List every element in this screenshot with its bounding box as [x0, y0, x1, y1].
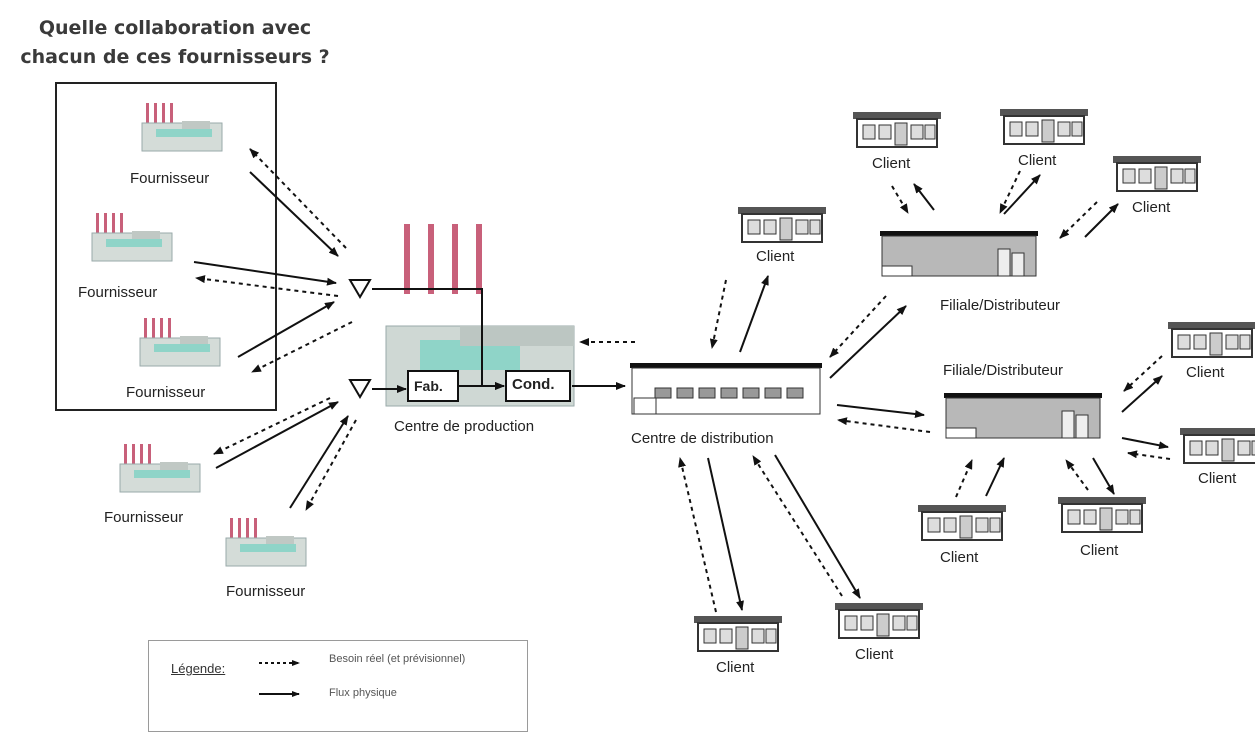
- client-shop-icon: [999, 108, 1089, 145]
- stock-triangle-icon: [348, 279, 372, 299]
- filiale-warehouse-icon: [879, 230, 1039, 277]
- supplier-factory-icon: [119, 443, 201, 493]
- client-shop-icon: [693, 615, 783, 652]
- supplier-factory-icon: [225, 517, 307, 567]
- client-shop-icon: [1179, 427, 1255, 464]
- legend-besoin-label: Besoin réel (et prévisionnel): [329, 653, 466, 665]
- client-shop-icon: [1112, 155, 1202, 192]
- fab-label: Fab.: [414, 378, 443, 394]
- cond-label: Cond.: [512, 376, 555, 393]
- stock-triangle-icon: [348, 379, 372, 399]
- client-label: Client: [1186, 364, 1225, 381]
- fournisseur-label: Fournisseur: [226, 583, 306, 600]
- legend: Légende: Besoin réel (et prévisionnel) F…: [148, 640, 528, 732]
- client-label: Client: [855, 646, 894, 663]
- client-shop-icon: [834, 602, 924, 639]
- legend-flux-label: Flux physique: [329, 687, 397, 699]
- production-centre-label: Centre de production: [394, 418, 535, 435]
- diagram-title: Quelle collaboration avec chacun de ces …: [20, 17, 330, 68]
- fournisseur-label: Fournisseur: [78, 284, 158, 301]
- supplier-factory-icon: [139, 317, 221, 367]
- client-shop-icon: [917, 504, 1007, 541]
- client-shop-icon: [1167, 321, 1255, 358]
- client-shop-icon: [1057, 496, 1147, 533]
- supplier-factory-icon: [141, 102, 223, 152]
- supplier-frame: [55, 82, 277, 411]
- distribution-centre-label: Centre de distribution: [631, 430, 774, 447]
- client-label: Client: [756, 248, 795, 265]
- filiale-label: Filiale/Distributeur: [943, 362, 1064, 379]
- client-shop-icon: [852, 111, 942, 148]
- client-label: Client: [1132, 199, 1171, 216]
- legend-title: Légende:: [171, 661, 226, 676]
- client-label: Client: [940, 549, 979, 566]
- filiale-warehouse-icon: [943, 392, 1103, 439]
- filiale-label: Filiale/Distributeur: [940, 297, 1061, 314]
- client-label: Client: [1018, 152, 1057, 169]
- supplier-factory-icon: [91, 212, 173, 262]
- fournisseur-label: Fournisseur: [130, 170, 210, 187]
- client-label: Client: [716, 659, 755, 676]
- client-shop-icon: [737, 206, 827, 243]
- fournisseur-label: Fournisseur: [126, 384, 206, 401]
- legend-keys: [259, 660, 300, 697]
- client-label: Client: [1198, 470, 1237, 487]
- distribution-centre-icon: [630, 363, 822, 415]
- fournisseur-label: Fournisseur: [104, 509, 184, 526]
- supply-chain-diagram: [55, 82, 1255, 652]
- client-label: Client: [872, 155, 911, 172]
- client-label: Client: [1080, 542, 1119, 559]
